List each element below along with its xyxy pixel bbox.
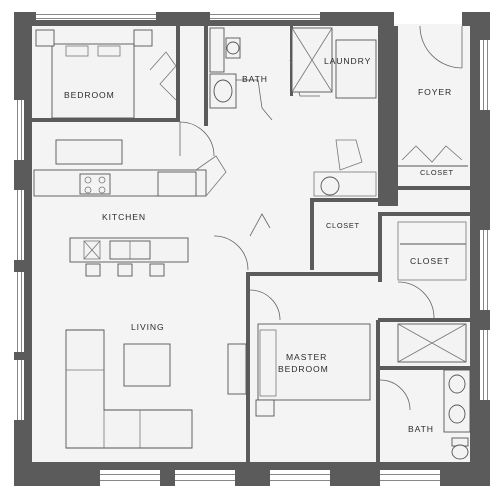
master-bedroom-label-line1: MASTER (286, 352, 327, 362)
room-labels: BEDROOM BATH LAUNDRY FOYER CLOSET KITCHE… (64, 56, 454, 434)
foyer-label: FOYER (418, 87, 452, 97)
master-bedroom-label-line2: BEDROOM (278, 364, 329, 374)
bottom-bath-fixtures (397, 323, 471, 460)
laundry-fixtures (335, 39, 377, 99)
right-closet-fixtures (397, 221, 467, 281)
kitchen-label: KITCHEN (102, 212, 146, 222)
living-label: LIVING (131, 322, 165, 332)
top-bath-fixtures (209, 27, 333, 109)
living-furniture (65, 329, 247, 449)
foyer-closet-doors (398, 145, 468, 167)
closet-right-label: CLOSET (410, 256, 450, 266)
master-bedroom-furniture (255, 323, 371, 417)
laundry-label: LAUNDRY (324, 56, 371, 66)
exterior-walls (14, 12, 490, 486)
kitchen-fixtures (33, 139, 227, 277)
bath-bottom-label: BATH (408, 424, 434, 434)
bedroom-label: BEDROOM (64, 90, 115, 100)
closet-foyer-label: CLOSET (420, 168, 454, 177)
closet-center-label: CLOSET (326, 221, 360, 230)
interior-walls (32, 26, 470, 462)
bath-top-label: BATH (242, 74, 268, 84)
bedroom-furniture (35, 29, 177, 119)
utility-fixtures (313, 139, 377, 197)
